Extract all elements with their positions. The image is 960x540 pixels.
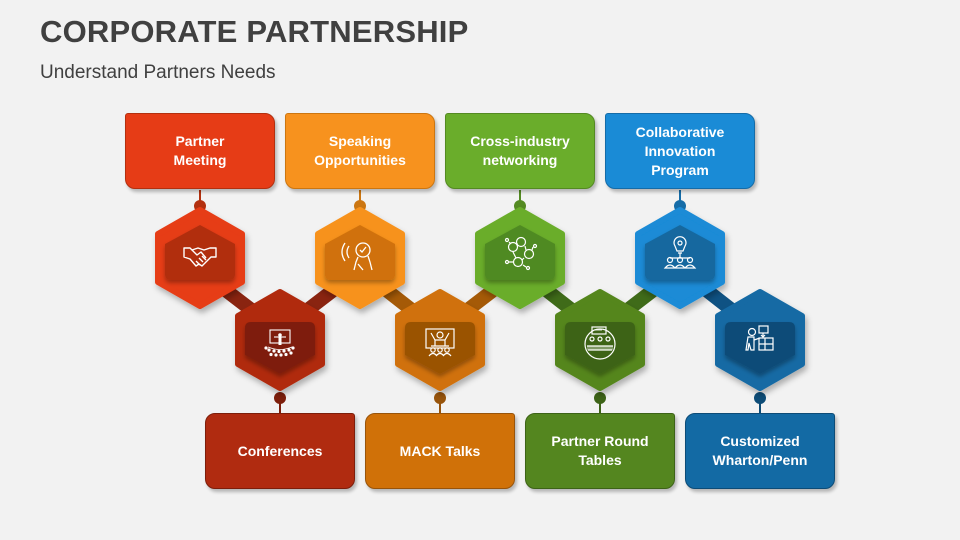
card-label: Customized Wharton/Penn	[712, 433, 808, 468]
round-table-icon	[584, 326, 616, 360]
hexagon-cross-industry-networking[interactable]	[475, 207, 565, 309]
hexagon-partner-meeting[interactable]	[155, 207, 245, 309]
innovation-team-icon	[663, 236, 697, 269]
card-label: Speaking Opportunities	[314, 133, 406, 168]
network-icon	[504, 236, 538, 271]
top-stems	[194, 190, 686, 212]
hexagon-customized-wharton-penn[interactable]	[715, 289, 805, 391]
card-label: Conferences	[237, 442, 323, 459]
card-cross-industry-networking[interactable]: Cross-industry networking	[445, 113, 595, 189]
card-label: Partner Round Tables	[551, 433, 649, 468]
card-label: Partner Meeting	[173, 133, 227, 168]
speaker-icon	[341, 242, 373, 271]
bottom-stems	[274, 392, 766, 413]
card-customized-wharton-penn[interactable]: Customized Wharton/Penn	[685, 413, 835, 489]
hexagon-conferences[interactable]	[235, 289, 325, 391]
puzzle-person-icon	[745, 325, 774, 351]
card-label: Collaborative Innovation Program	[635, 123, 725, 178]
card-collaborative-innovation-program[interactable]: Collaborative Innovation Program	[605, 113, 755, 189]
hexagon-speaking-opportunities[interactable]	[315, 207, 405, 309]
page-subtitle: Understand Partners Needs	[40, 62, 276, 83]
conference-icon	[264, 329, 295, 357]
card-partner-meeting[interactable]: Partner Meeting	[125, 113, 275, 189]
presentation-icon	[425, 328, 455, 357]
hexagon-mack-talks[interactable]	[395, 289, 485, 391]
card-conferences[interactable]: Conferences	[205, 413, 355, 489]
card-label: MACK Talks	[399, 442, 481, 459]
hexagon-partner-round-tables[interactable]	[555, 289, 645, 391]
card-mack-talks[interactable]: MACK Talks	[365, 413, 515, 489]
page-title: CORPORATE PARTNERSHIP	[40, 14, 469, 49]
card-label: Cross-industry networking	[470, 133, 570, 168]
card-speaking-opportunities[interactable]: Speaking Opportunities	[285, 113, 435, 189]
handshake-icon	[183, 247, 217, 267]
hexagon-collaborative-innovation[interactable]	[635, 207, 725, 309]
card-partner-round-tables[interactable]: Partner Round Tables	[525, 413, 675, 489]
